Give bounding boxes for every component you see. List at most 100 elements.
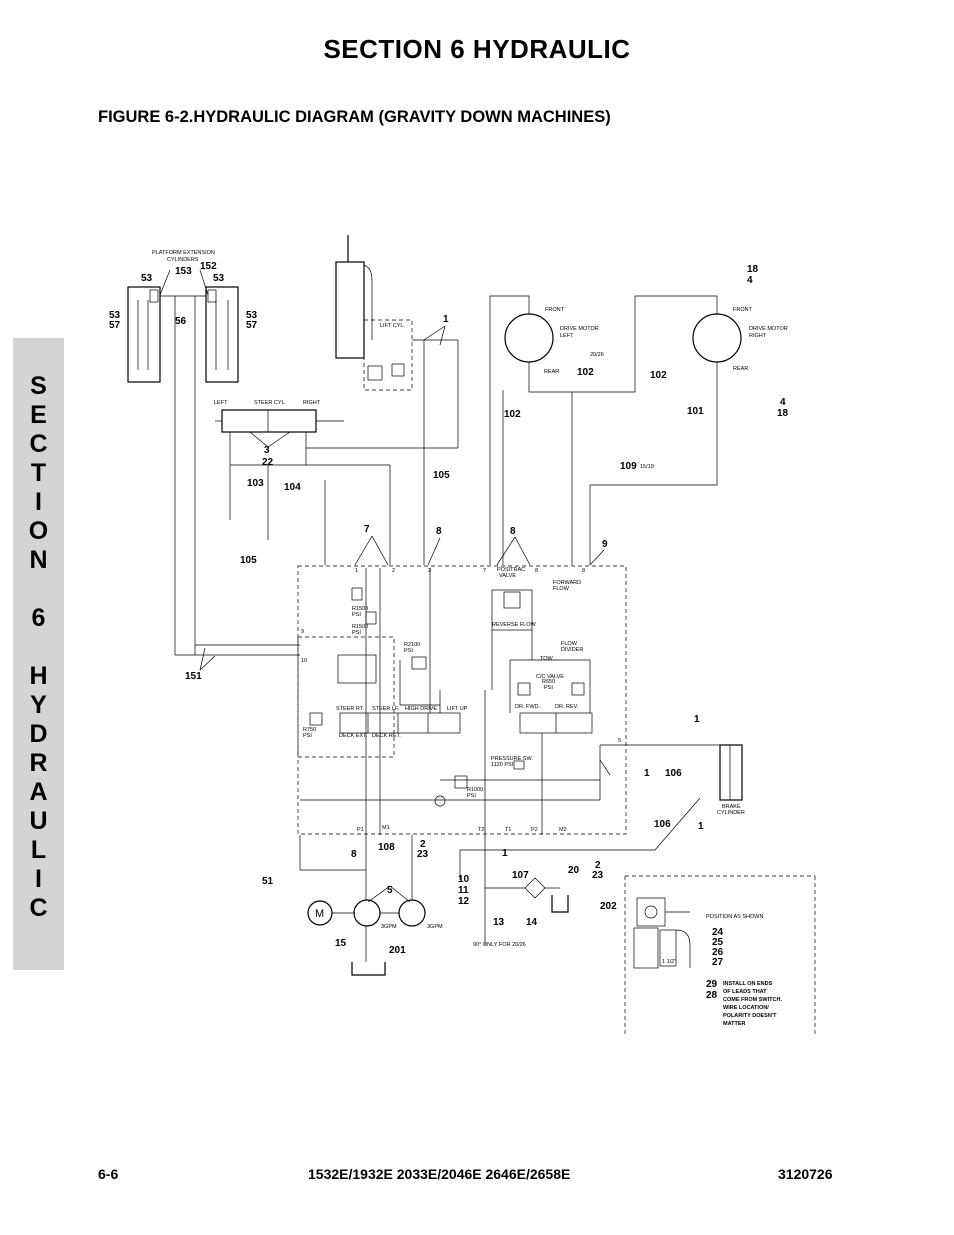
label-pressure-sw: PRESSURE SW. <box>491 756 533 762</box>
port-number: 9 <box>301 629 304 635</box>
label-r2100-2: PSI <box>404 648 413 654</box>
label-r750: R750 <box>303 727 316 733</box>
callout: 14 <box>526 917 538 928</box>
label-cc-valve: C/C VALVE <box>536 674 564 680</box>
label-reverse-flow: REVERSE FLOW <box>492 622 537 628</box>
main-valve-manifold <box>297 565 720 835</box>
side-tab-letter: S <box>30 372 47 400</box>
label-cc-valve-2: R650 <box>542 679 555 685</box>
label-1519: 15/19 <box>640 464 654 470</box>
callout: 3 <box>264 445 270 456</box>
callout: 53 <box>213 273 225 284</box>
side-tab-letter: I <box>35 488 42 516</box>
callout: 15 <box>335 938 347 949</box>
callout: 24 <box>712 927 724 938</box>
side-tab-letter: C <box>29 430 48 458</box>
label-drive-motor-right: DRIVE MOTOR <box>749 326 788 332</box>
label-steer-lf: STEER LF. <box>372 706 400 712</box>
label-rear-left: REAR <box>544 369 559 375</box>
side-tab-letter: O <box>28 517 49 545</box>
label-drive-motor-left-2: LEFT <box>560 333 574 339</box>
steer-cylinder <box>215 409 458 565</box>
callout: 25 <box>712 937 724 948</box>
callout: 151 <box>185 671 202 682</box>
callout: 10 <box>458 874 470 885</box>
side-tab-letter: H <box>29 662 48 690</box>
callout: 4 <box>780 397 786 408</box>
side-tab-letter: A <box>29 778 48 806</box>
label-right: RIGHT <box>303 400 321 406</box>
callout: 26 <box>712 947 724 958</box>
label-half-inch: 1 1/2" <box>662 959 676 965</box>
footer-page-number: 6-6 <box>98 1166 119 1182</box>
callout: 152 <box>200 261 217 272</box>
label-brake-cylinder: CYLINDER <box>717 810 745 816</box>
callout: 1 <box>443 314 449 325</box>
label-port-m1: M1 <box>382 825 390 831</box>
label-tow: TOW <box>540 656 554 662</box>
callout: 1 <box>502 848 508 859</box>
label-flow-divider-2: DIVIDER <box>561 647 583 653</box>
side-tab-letter: T <box>30 459 47 487</box>
callout: 27 <box>712 957 724 968</box>
callout: 28 <box>706 990 718 1001</box>
callout: 12 <box>458 896 470 907</box>
label-pressure-sw-2: 1120 PSI <box>491 762 514 768</box>
label-install-3: COME FROM SWITCH. <box>723 997 782 1003</box>
port-number: 3 <box>428 568 431 574</box>
label-forward-flow-2: FLOW <box>553 586 570 592</box>
side-tab-letter: L <box>30 836 47 864</box>
port-number: 2 <box>392 568 395 574</box>
label-rear-right: REAR <box>733 366 748 372</box>
pressure-switch-inset <box>624 875 816 1036</box>
label-front-right: FRONT <box>733 307 753 313</box>
callout: 1 <box>644 768 650 779</box>
label-install-6: MATTER <box>723 1021 746 1027</box>
diagram-labels: PLATFORM EXTENSION CYLINDERS LIFT CYL. L… <box>109 250 789 1027</box>
label-front-left: FRONT <box>545 307 565 313</box>
side-tab-letter: Y <box>30 691 47 719</box>
label-cc-valve-3: PSI <box>544 685 553 691</box>
callout-leaders <box>199 325 605 903</box>
side-tab-letter: I <box>35 865 42 893</box>
label-position-as-shown: POSITION AS SHOWN <box>706 914 763 920</box>
callout: 102 <box>504 409 521 420</box>
callout: 101 <box>687 406 704 417</box>
callout: 57 <box>246 320 258 331</box>
label-deck-ext: DECK EXT. <box>339 733 368 739</box>
callout: 7 <box>364 524 370 535</box>
label-platform-ext: PLATFORM EXTENSION <box>152 250 215 256</box>
label-install-4: WIRE LOCATION/ <box>723 1005 769 1011</box>
side-tab-letter: C <box>29 894 48 922</box>
callout: 106 <box>665 768 682 779</box>
callout: 1 <box>694 714 700 725</box>
label-flow-divider: FLOW <box>561 641 578 647</box>
label-positrac-2: VALVE <box>499 573 516 579</box>
label-brake: BRAKE <box>722 804 741 810</box>
figure-title: FIGURE 6-2.HYDRAULIC DIAGRAM (GRAVITY DO… <box>98 108 611 126</box>
callout: 9 <box>602 539 608 550</box>
label-lift-up: LIFT UP <box>447 706 468 712</box>
label-steer-cyl: STEER CYL. <box>254 400 287 406</box>
callout: 104 <box>284 482 301 493</box>
callout: 8 <box>510 526 516 537</box>
label-dr-rev: DR. REV. <box>555 704 579 710</box>
label-install-1: INSTALL ON ENDS <box>723 981 773 987</box>
side-tab-letter: 6 <box>31 604 46 632</box>
label-dr-fwd: DR. FWD. <box>515 704 541 710</box>
callout: 103 <box>247 478 264 489</box>
label-port-m2: M2 <box>559 827 567 833</box>
callout: 106 <box>654 819 671 830</box>
callout: 201 <box>389 945 406 956</box>
callout: 53 <box>141 273 153 284</box>
label-r1500b: R1500 <box>352 624 368 630</box>
platform-extension-cylinders <box>127 269 300 656</box>
callout: 53 <box>109 310 121 321</box>
callout: 23 <box>417 849 429 860</box>
label-port-p2: P2 <box>531 827 538 833</box>
label-install-2: OF LEADS THAT <box>723 989 767 995</box>
callout: 105 <box>433 470 450 481</box>
label-deck-ret: DECK RET. <box>372 733 401 739</box>
